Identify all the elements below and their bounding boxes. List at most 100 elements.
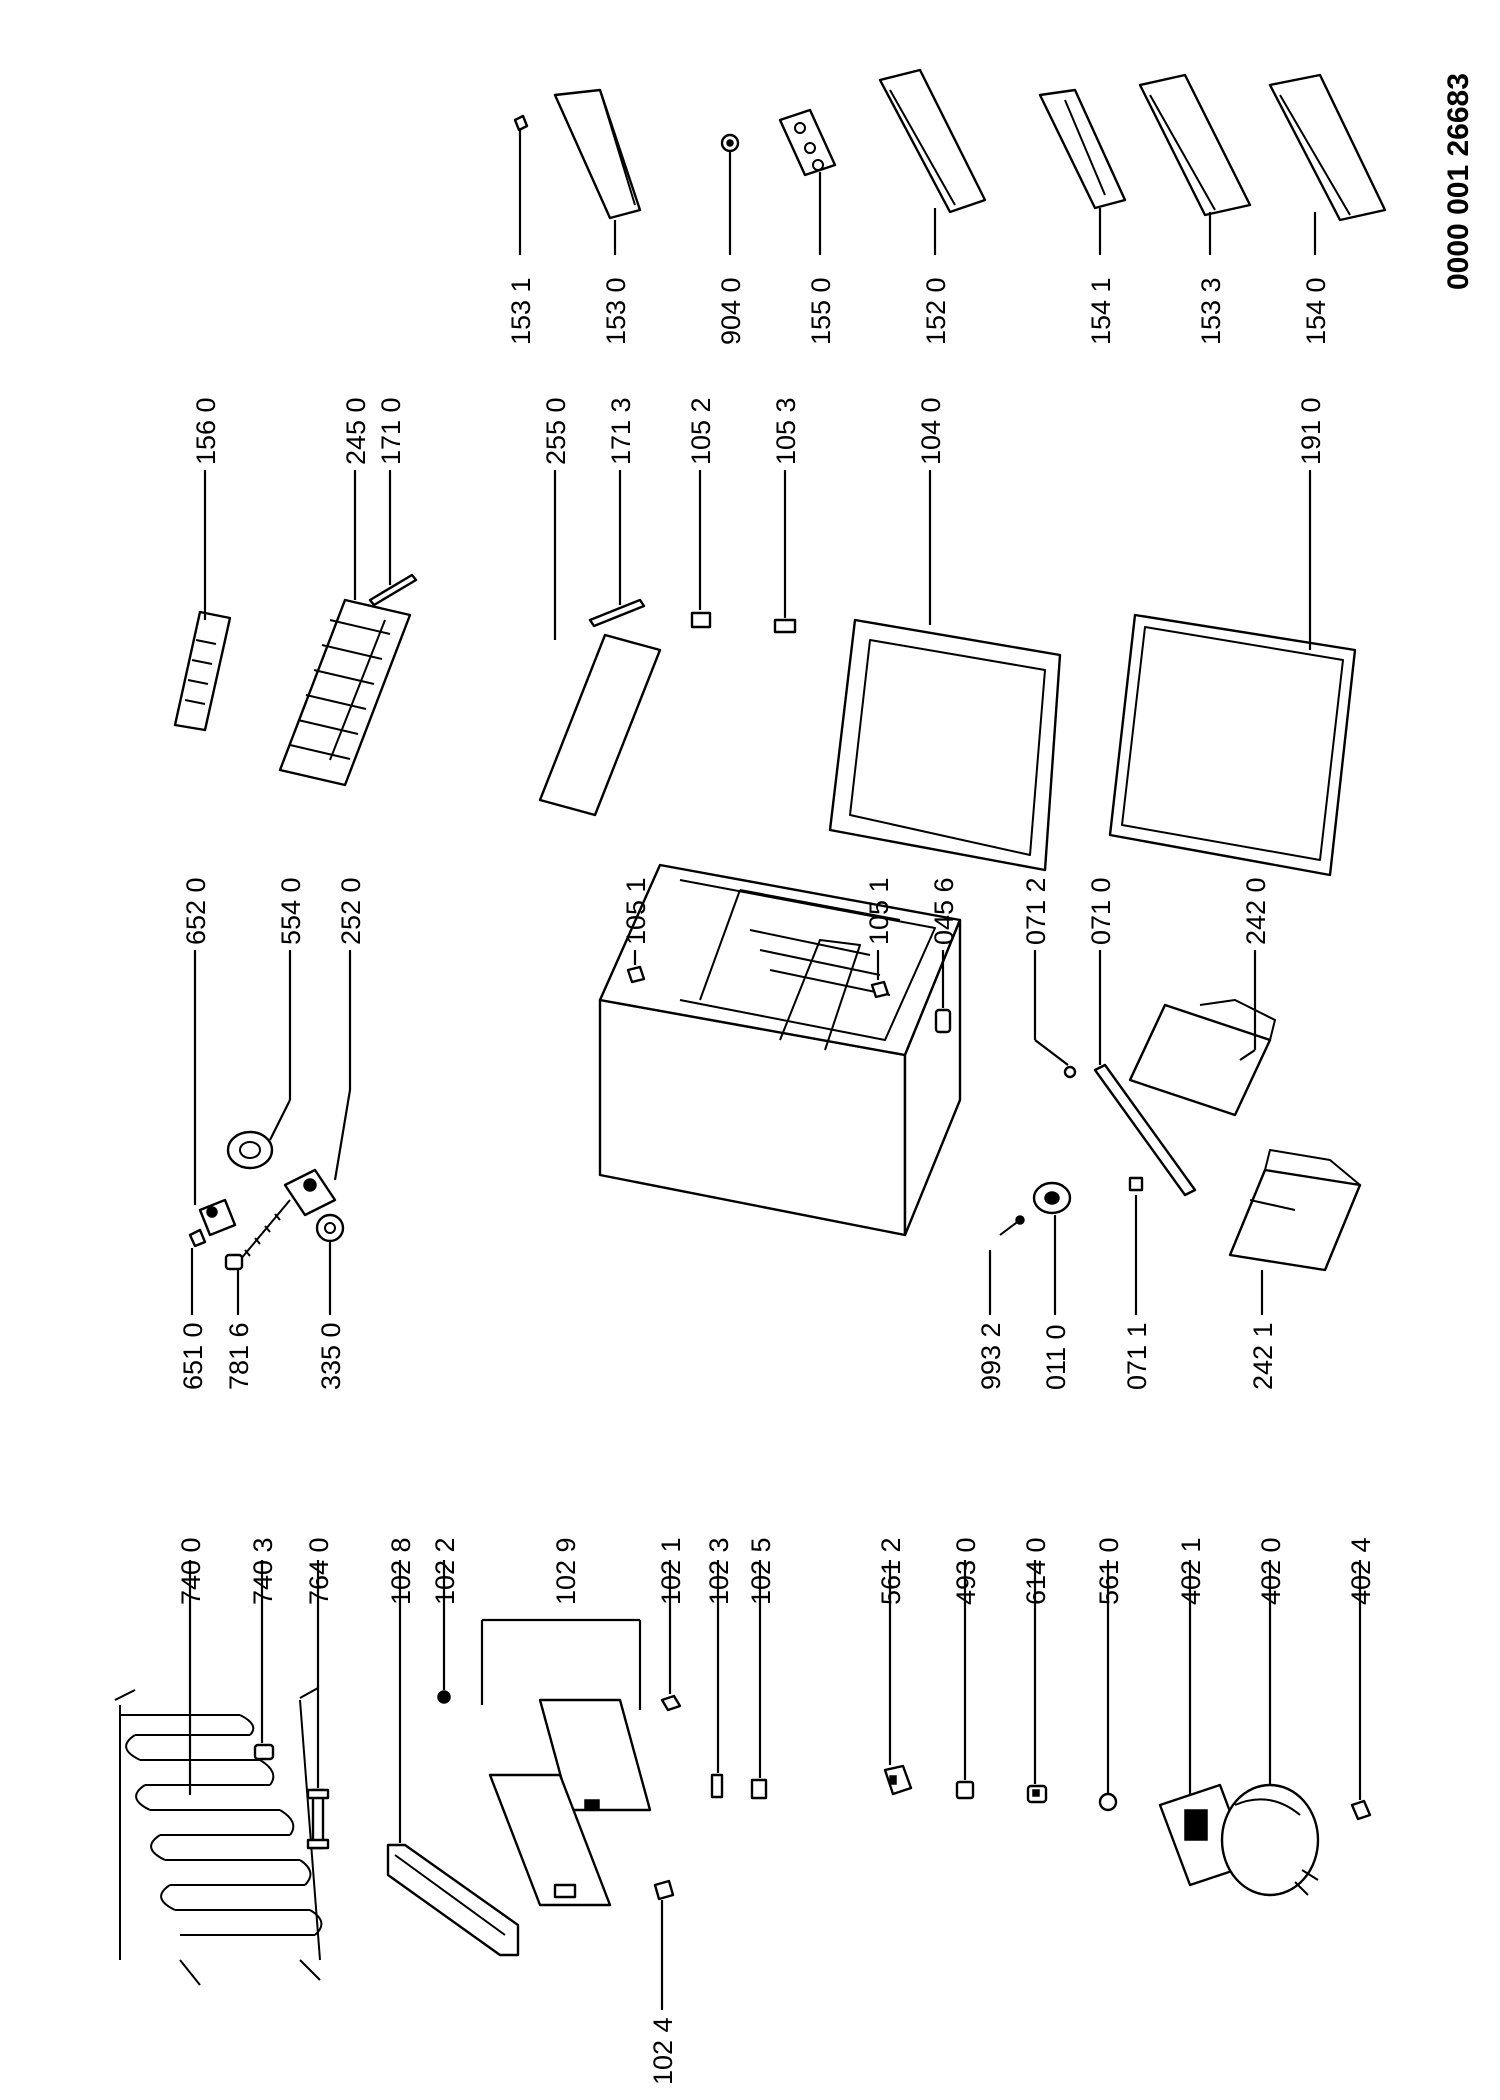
label-402-1: 402 1 xyxy=(1176,1537,1206,1605)
label-102-2: 102 2 xyxy=(430,1537,460,1605)
part-740-3 xyxy=(253,1743,275,1761)
label-245-0: 245 0 xyxy=(341,397,371,465)
label-781-6: 781 6 xyxy=(224,1322,254,1390)
label-171-0: 171 0 xyxy=(376,397,406,465)
drawing-code: 0000 001 26683 xyxy=(1442,73,1475,290)
label-156-0: 156 0 xyxy=(191,397,221,465)
label-740-3: 740 3 xyxy=(248,1537,278,1605)
label-402-0: 402 0 xyxy=(1256,1537,1286,1605)
label-102-5: 102 5 xyxy=(746,1537,776,1605)
part-652-0-thermostat xyxy=(198,1198,237,1237)
label-153-1: 153 1 xyxy=(506,277,536,345)
part-493-0 xyxy=(955,1780,975,1800)
label-402-4: 402 4 xyxy=(1346,1537,1376,1605)
label-105-2: 105 2 xyxy=(686,397,716,465)
label-105-1-lower: 105 1 xyxy=(864,877,894,945)
part-402-4 xyxy=(1350,1799,1372,1821)
part-554-0-knob xyxy=(226,1130,274,1170)
label-764-0: 764 0 xyxy=(304,1537,334,1605)
part-402-0-compressor xyxy=(1220,1783,1320,1897)
label-561-2: 561 2 xyxy=(876,1537,906,1605)
part-102-3 xyxy=(710,1773,724,1799)
label-255-0: 255 0 xyxy=(541,397,571,465)
part-153-1 xyxy=(513,114,529,132)
label-614-0: 614 0 xyxy=(1021,1537,1051,1605)
part-011-0 xyxy=(1032,1181,1072,1215)
part-904-0 xyxy=(720,133,740,153)
part-242-0-bin xyxy=(1128,999,1276,1117)
part-071-0-bar xyxy=(1093,1063,1197,1197)
label-740-0: 740 0 xyxy=(176,1537,206,1605)
part-252-0-fan-housing xyxy=(283,1168,337,1217)
part-153-3-door-shelf xyxy=(1138,73,1252,217)
label-071-0: 071 0 xyxy=(1086,877,1116,945)
label-242-0: 242 0 xyxy=(1241,877,1271,945)
part-561-2 xyxy=(883,1764,913,1796)
label-105-3: 105 3 xyxy=(771,397,801,465)
part-071-1 xyxy=(1128,1176,1144,1192)
part-153-0-door-shelf xyxy=(553,88,642,220)
part-156-0-ice-tray xyxy=(173,610,232,732)
label-554-0: 554 0 xyxy=(276,877,306,945)
label-171-3: 171 3 xyxy=(606,397,636,465)
part-740-0-condenser xyxy=(114,1687,323,1986)
label-561-0: 561 0 xyxy=(1094,1537,1124,1605)
label-102-8: 102 8 xyxy=(386,1537,416,1605)
label-011-0: 011 0 xyxy=(1041,1324,1071,1390)
part-191-0-gasket xyxy=(1108,613,1357,877)
label-153-0: 153 0 xyxy=(601,277,631,345)
part-105-1-top xyxy=(626,965,646,984)
part-071-2 xyxy=(1063,1065,1077,1079)
label-104-0: 104 0 xyxy=(916,397,946,465)
part-614-0 xyxy=(1026,1784,1048,1804)
label-993-2: 993 2 xyxy=(976,1322,1006,1390)
label-904-0: 904 0 xyxy=(716,277,746,345)
part-651-0 xyxy=(188,1228,207,1248)
part-105-1-lower xyxy=(870,980,890,999)
label-152-0: 152 0 xyxy=(921,277,951,345)
part-171-0-strip xyxy=(368,573,418,607)
part-102-1 xyxy=(660,1694,682,1712)
label-045-6: 045 6 xyxy=(929,877,959,945)
part-171-3-strip xyxy=(588,598,646,628)
part-104-0-door xyxy=(828,618,1062,872)
label-242-1: 242 1 xyxy=(1248,1322,1278,1390)
part-102-9-lamp-housing xyxy=(488,1698,652,1907)
part-102-5 xyxy=(750,1778,768,1800)
part-764-0 xyxy=(306,1788,330,1850)
part-154-1-door-shelf xyxy=(1038,88,1127,210)
part-155-0-egg-tray xyxy=(778,108,837,177)
part-335-0 xyxy=(315,1213,345,1243)
part-561-0 xyxy=(1098,1792,1118,1812)
label-105-1-top: 105 1 xyxy=(621,877,651,945)
part-102-2 xyxy=(437,1690,451,1704)
label-652-0: 652 0 xyxy=(181,877,211,945)
label-102-3: 102 3 xyxy=(704,1537,734,1605)
label-154-0: 154 0 xyxy=(1301,277,1331,345)
label-191-0: 191 0 xyxy=(1296,397,1326,465)
part-105-3 xyxy=(773,618,797,634)
part-245-0-wire-shelf xyxy=(278,598,412,787)
label-493-0: 493 0 xyxy=(951,1537,981,1605)
label-155-0: 155 0 xyxy=(806,277,836,345)
label-071-2: 071 2 xyxy=(1021,877,1051,945)
part-102-8-frame xyxy=(386,1843,520,1957)
label-102-9: 102 9 xyxy=(551,1537,581,1605)
part-781-6 xyxy=(224,1199,291,1271)
label-153-3: 153 3 xyxy=(1196,277,1226,345)
label-102-4: 102 4 xyxy=(648,2017,678,2085)
part-154-0-door-shelf xyxy=(1268,73,1387,222)
label-335-0: 335 0 xyxy=(316,1322,346,1390)
part-102-4 xyxy=(653,1879,675,1901)
label-252-0: 252 0 xyxy=(336,877,366,945)
part-105-2 xyxy=(690,611,712,629)
part-152-0-door-shelf xyxy=(878,68,987,214)
part-255-0-glass-shelf xyxy=(538,633,662,817)
part-993-2 xyxy=(999,1215,1025,1236)
part-045-6 xyxy=(934,1008,952,1034)
label-071-1: 071 1 xyxy=(1122,1322,1152,1390)
label-154-1: 154 1 xyxy=(1086,277,1116,345)
label-102-1: 102 1 xyxy=(656,1537,686,1605)
label-651-0: 651 0 xyxy=(178,1322,208,1390)
